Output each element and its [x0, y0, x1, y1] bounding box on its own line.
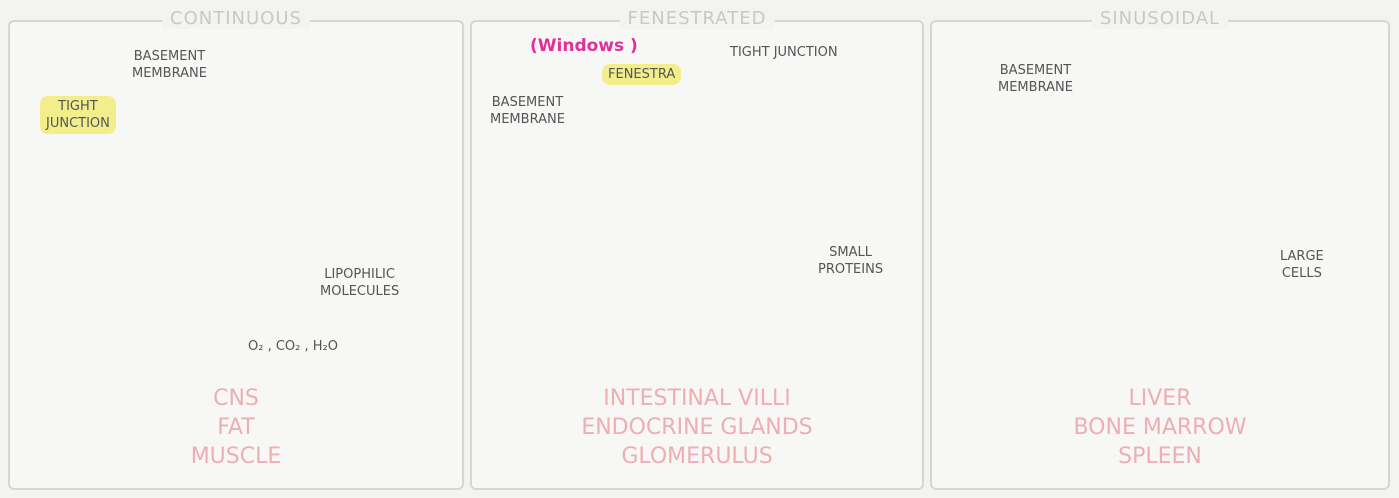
panel-title: SINUSOIDAL [1092, 8, 1228, 29]
label-basement-membrane: BASEMENT MEMBRANE [490, 94, 565, 128]
label-basement-membrane: BASEMENT MEMBRANE [132, 48, 207, 82]
label-tight-junction: TIGHT JUNCTION [730, 44, 838, 61]
handwritten-annotation: (Windows ) [530, 36, 638, 56]
label-lipophilic-molecules: LIPOPHILIC MOLECULES [320, 266, 399, 300]
label-fenestra: FENESTRA [602, 64, 681, 85]
panel-sinusoidal: SINUSOIDAL BASEMENT MEMBRANE LARGE CELLS… [930, 20, 1390, 490]
panel-title: CONTINUOUS [162, 8, 310, 29]
panel-title: FENESTRATED [620, 8, 775, 29]
label-small-proteins: SMALL PROTEINS [818, 244, 883, 278]
site-list: CNS FAT MUSCLE [10, 384, 462, 471]
label-gases: O₂ , CO₂ , H₂O [248, 338, 338, 355]
site-list: LIVER BONE MARROW SPLEEN [932, 384, 1388, 471]
label-large-cells: LARGE CELLS [1280, 248, 1324, 282]
label-tight-junction: TIGHT JUNCTION [40, 96, 116, 134]
panel-fenestrated: FENESTRATED (Windows ) FENESTRA TIGHT JU… [470, 20, 924, 490]
site-list: INTESTINAL VILLI ENDOCRINE GLANDS GLOMER… [472, 384, 922, 471]
label-basement-membrane: BASEMENT MEMBRANE [998, 62, 1073, 96]
panel-continuous: CONTINUOUS BASEMENT MEMBRANE TIGHT JUNCT… [8, 20, 464, 490]
